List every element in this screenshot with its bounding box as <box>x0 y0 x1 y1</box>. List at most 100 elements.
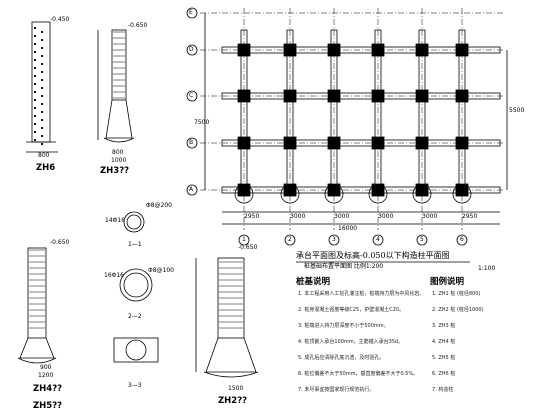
plan-pile-cap <box>280 184 300 204</box>
elev-zh6: -0.450 <box>50 16 70 23</box>
plan-axis-bubble <box>328 234 340 246</box>
plan-pile-cap <box>234 184 254 204</box>
pile-zh3-shaft <box>111 29 127 101</box>
plan-axis-bubble <box>416 234 428 246</box>
notes-left-line: 5. 成孔后应清除孔底沉渣，及时验孔。 <box>298 355 385 361</box>
plan-column <box>371 89 385 103</box>
pile-zh6-aggregate <box>40 110 44 114</box>
pile-zh6-aggregate <box>40 86 44 90</box>
plan-column <box>415 43 429 57</box>
notes-left-line: 3. 桩端进入持力层深度不小于500mm。 <box>298 323 389 329</box>
dim-zh6: 800 <box>38 152 50 159</box>
notes-right-line: 1. ZH1 桩 (桩径800) <box>432 291 481 297</box>
plan-scale: 1:100 <box>478 265 496 272</box>
notes-right-line: 4. ZH4 桩 <box>432 339 456 345</box>
pile-zh6-aggregate <box>40 134 44 138</box>
plan-axis-bubble <box>186 44 198 56</box>
notes-left-heading: 桩基说明 <box>296 277 331 287</box>
section-3-block <box>113 337 159 363</box>
plan-column <box>371 136 385 150</box>
plan-pile-cap <box>324 184 344 204</box>
pile-zh6-aggregate <box>33 122 37 126</box>
pile-zh6-aggregate <box>40 38 44 42</box>
notes-left-line: 6. 桩位偏差不大于50mm，垂直度偏差不大于0.5%。 <box>298 371 419 377</box>
pile-zh6-aggregate <box>33 26 37 30</box>
pile-zh6-aggregate <box>33 50 37 54</box>
plan-beam-h <box>221 139 501 147</box>
dim-zh2-a: 1500 <box>228 385 244 392</box>
plan-column <box>327 136 341 150</box>
pile-zh6-aggregate <box>33 138 37 142</box>
section-3-circle <box>125 339 147 361</box>
notes-left-line: 2. 桩身混凝土强度等级C25，护壁混凝土C20。 <box>298 307 405 313</box>
axis-bubble-B: B <box>189 139 194 146</box>
plan-beam-h <box>221 92 501 100</box>
plan-column <box>327 89 341 103</box>
section-2-note: Φ8@100 <box>148 267 174 274</box>
notes-right-heading: 图例说明 <box>430 277 465 287</box>
plan-dim-right: 5500 <box>509 107 525 114</box>
notes-left-line: 1. 本工程采用人工挖孔灌注桩，桩端持力层为中风化岩。 <box>298 291 425 297</box>
plan-column <box>415 136 429 150</box>
plan-title: 承台平面图及标高-0.050以下构造柱平面图 <box>296 251 450 260</box>
section-1-sub: 14Φ16 <box>105 217 125 224</box>
pile-label-zh2: ZH2?? <box>218 396 248 406</box>
notes-right-line: 6. ZH6 桩 <box>432 371 456 377</box>
pile-label-zh4: ZH4?? <box>33 384 63 394</box>
pile-zh6-aggregate <box>33 58 37 62</box>
pile-zh4-shaft <box>27 247 47 339</box>
pile-zh6-aggregate <box>40 94 44 98</box>
pile-zh6-aggregate <box>40 102 44 106</box>
plan-beam-h <box>221 186 501 194</box>
plan-dim-bottom: 3000 <box>334 213 350 220</box>
section-2-circle <box>119 268 153 302</box>
section-1-note: Φ8@200 <box>146 202 172 209</box>
plan-column <box>327 183 341 197</box>
pile-zh6-aggregate <box>33 74 37 78</box>
plan-column <box>455 183 469 197</box>
pile-zh2-shaft <box>217 257 245 339</box>
plan-axis-bubble <box>284 234 296 246</box>
pile-label-zh5: ZH5?? <box>33 401 63 411</box>
plan-subtitle: 桩基础布置平面图 比例1:200 <box>304 263 384 270</box>
axis-bubble-A: A <box>189 186 194 193</box>
plan-column <box>415 183 429 197</box>
axis-bubble-2: 2 <box>288 236 292 243</box>
dim-zh4-b: 1200 <box>38 372 54 379</box>
plan-dim-left: 7500 <box>194 119 210 126</box>
pile-zh6-aggregate <box>40 46 44 50</box>
plan-pile-cap <box>412 184 432 204</box>
pile-zh3-base <box>103 137 135 143</box>
notes-left-line: 4. 桩顶嵌入承台100mm，主筋锚入承台35d。 <box>298 339 404 345</box>
axis-bubble-6: 6 <box>460 236 464 243</box>
plan-column <box>237 89 251 103</box>
plan-column <box>283 43 297 57</box>
notes-right-line: 3. ZH3 桩 <box>432 323 456 329</box>
pile-zh6-aggregate <box>33 90 37 94</box>
pile-zh6-aggregate <box>33 34 37 38</box>
pile-label-zh3: ZH3?? <box>100 166 130 176</box>
dim-zh4-a: 900 <box>40 364 52 371</box>
pile-zh2-base <box>203 371 259 378</box>
notes-left-line: 7. 未尽事宜按国家现行规范执行。 <box>298 387 375 393</box>
notes-right-line: 2. ZH2 桩 (桩径1000) <box>432 307 484 313</box>
plan-column <box>371 43 385 57</box>
plan-dim-bottom: 3000 <box>422 213 438 220</box>
dim-zh3-b: 1000 <box>111 157 127 164</box>
plan-dim-bottom: 3000 <box>290 213 306 220</box>
plan-axis-bubble <box>186 137 198 149</box>
plan-column <box>415 89 429 103</box>
pile-zh6-aggregate <box>40 118 44 122</box>
plan-dim-bottom: 2950 <box>462 213 478 220</box>
plan-axis-bubble <box>372 234 384 246</box>
plan-axis-bubble <box>186 184 198 196</box>
section-1-circle <box>123 211 145 233</box>
plan-column <box>371 183 385 197</box>
plan-axis-bubble <box>456 234 468 246</box>
pile-zh6-aggregate <box>33 130 37 134</box>
dim-zh3-a: 800 <box>112 149 124 156</box>
pile-label-zh6: ZH6 <box>36 163 56 173</box>
section-2-sub: 16Φ16 <box>104 272 124 279</box>
pile-zh6-aggregate <box>33 106 37 110</box>
pile-zh6-aggregate <box>33 82 37 86</box>
